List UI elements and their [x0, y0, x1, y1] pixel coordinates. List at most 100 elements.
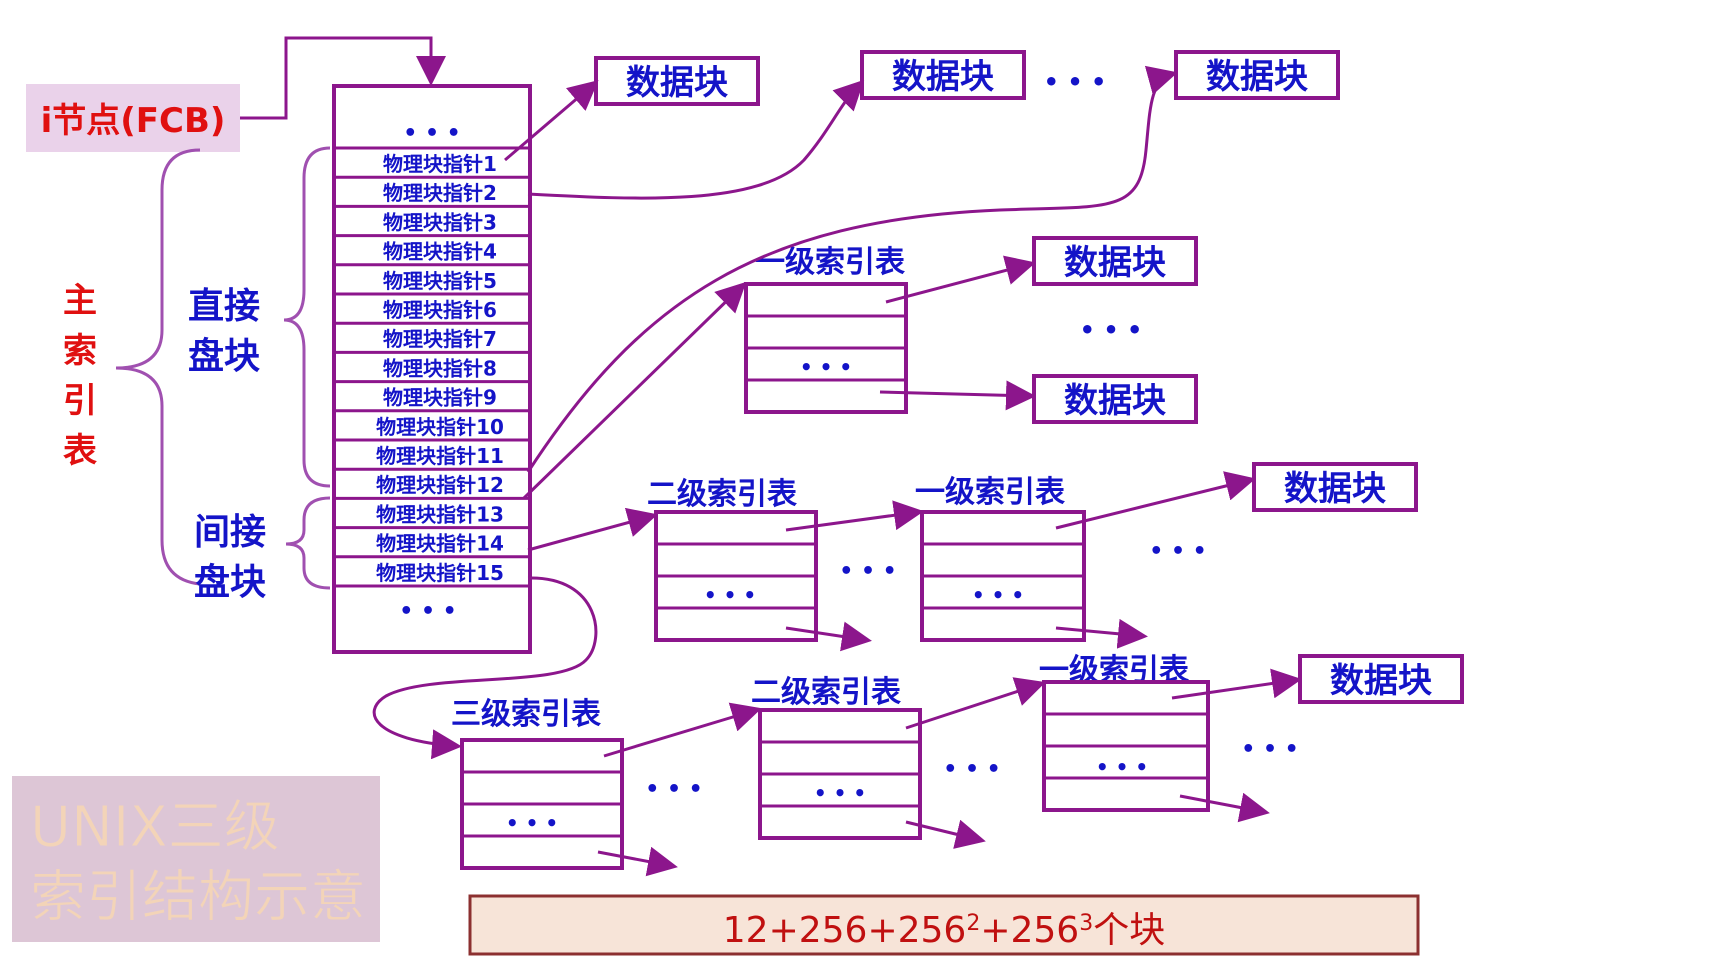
- pointer-13: 物理块指针13: [376, 502, 504, 526]
- data-block-5: 数据块: [1032, 374, 1198, 424]
- main-table-bottom-ellipsis: • • •: [399, 599, 457, 624]
- triple-index-table-l2: • • •: [758, 708, 922, 840]
- inode-label: i节点(FCB): [41, 101, 226, 141]
- main-index-label: 主 索 引 表: [63, 281, 97, 471]
- direct-label-line-1: 直接: [188, 286, 260, 327]
- ptr15-arrow: [372, 576, 598, 760]
- ptr14-arrow: [527, 507, 658, 552]
- svg-text:• • •: • • •: [506, 811, 558, 835]
- main-index-rows: 物理块指针1 物理块指针2 物理块指针3 物理块指针4 物理块指针5 物理块指针6 物理块指…: [334, 146, 530, 588]
- pointer-8: 物理块指针8: [383, 356, 497, 380]
- data-block-6: 数据块: [1252, 462, 1418, 512]
- indirect-label-line-1: 间接: [194, 512, 266, 553]
- main-index-brace: [115, 148, 201, 586]
- triple-mid-ellipsis-1: • • •: [645, 777, 703, 802]
- double-data-ellipsis: • • •: [1149, 539, 1207, 564]
- svg-text:数据块: 数据块: [626, 63, 728, 103]
- ptr1-arrow: [504, 80, 599, 162]
- triple-index-table-l3: • • •: [460, 738, 624, 870]
- main-index-char-4: 表: [63, 431, 97, 471]
- caption-line-1: UNIX三级: [30, 795, 280, 860]
- main-table-top-ellipsis: • • •: [403, 121, 461, 146]
- pointer-9: 物理块指针9: [383, 386, 497, 410]
- data-block-2: 数据块: [860, 50, 1026, 100]
- l2-to-l1: [785, 500, 924, 532]
- pointer-15: 物理块指针15: [376, 561, 504, 585]
- pointer-5: 物理块指针5: [383, 269, 497, 293]
- svg-text:数据块: 数据块: [892, 57, 994, 97]
- svg-text:数据块: 数据块: [1064, 243, 1166, 283]
- triple-index-table-l1: • • •: [1042, 680, 1210, 812]
- pointer-4: 物理块指针4: [383, 240, 497, 264]
- inode-label-box: [26, 84, 240, 152]
- pointer-12: 物理块指针12: [376, 473, 504, 497]
- double-level1-label: 一级索引表: [915, 475, 1065, 510]
- single-index-table: • • •: [744, 282, 908, 414]
- formula-sup-1: 2: [966, 911, 980, 936]
- inode-arrow: [240, 36, 446, 120]
- main-index-char-3: 引: [63, 381, 97, 421]
- svg-text:数据块: 数据块: [1064, 381, 1166, 421]
- indirect-brace: [285, 496, 331, 590]
- tl1-next-arrow: [1179, 792, 1270, 823]
- tl2-to-l1: [905, 677, 1046, 730]
- l3-to-l2: [603, 702, 762, 758]
- formula-sup-2: 3: [1079, 911, 1093, 936]
- svg-text:数据块: 数据块: [1330, 661, 1432, 701]
- double-index-table-l1: • • •: [920, 510, 1086, 642]
- formula-mid: +256: [980, 910, 1079, 951]
- formula-tail: 个块: [1093, 910, 1165, 951]
- triple-mid-ellipsis-2: • • •: [943, 757, 1001, 782]
- data-block-row-ellipsis: • • •: [1044, 68, 1107, 96]
- svg-text:数据块: 数据块: [1284, 469, 1386, 509]
- double-index-table-l2: • • •: [654, 510, 818, 642]
- connecting-arrows: [372, 65, 1302, 877]
- pointer-1: 物理块指针1: [383, 152, 497, 176]
- main-index-char-2: 索: [63, 331, 97, 371]
- direct-label-line-2: 盘块: [188, 335, 260, 377]
- triple-level2-label: 二级索引表: [751, 675, 901, 710]
- l1-to-block4: [885, 255, 1036, 304]
- ptr2-arrow: [527, 79, 865, 200]
- formula-box: [468, 894, 1420, 956]
- indirect-label-line-2: 盘块: [194, 561, 266, 603]
- data-block-col-ellipsis: • • •: [1080, 316, 1143, 344]
- svg-text:数据块: 数据块: [1206, 57, 1308, 97]
- l1-to-block5: [879, 380, 1036, 411]
- l3-next-arrow: [597, 846, 678, 877]
- caption-line-2: 索引结构示意: [30, 865, 366, 930]
- svg-text:• • •: • • •: [814, 781, 866, 805]
- l1-next-arrow: [1055, 618, 1148, 649]
- double-mid-ellipsis: • • •: [839, 559, 897, 584]
- caption-box: [12, 776, 380, 942]
- formula-text: 12+256+2562+2563个块: [723, 910, 1165, 951]
- formula-base: 12+256+256: [723, 910, 967, 951]
- ptr11-arrow: [526, 65, 1178, 473]
- main-index-char-1: 主: [63, 281, 97, 321]
- svg-text:• • •: • • •: [1096, 755, 1148, 779]
- tl1-to-block7: [1171, 668, 1302, 700]
- tl2-next-arrow: [905, 819, 986, 849]
- pointer-10: 物理块指针10: [376, 415, 504, 439]
- svg-text:• • •: • • •: [972, 583, 1024, 607]
- data-block-1: 数据块: [594, 56, 760, 106]
- ptr12-arrow: [522, 281, 747, 500]
- pointer-6: 物理块指针6: [383, 298, 497, 322]
- pointer-3: 物理块指针3: [383, 210, 497, 234]
- pointer-11: 物理块指针11: [376, 444, 504, 468]
- direct-brace: [283, 146, 331, 488]
- l2-next-arrow: [785, 621, 872, 652]
- svg-text:• • •: • • •: [800, 355, 852, 379]
- data-block-7: 数据块: [1298, 654, 1464, 704]
- double-index-label: 二级索引表: [647, 477, 797, 512]
- data-block-4: 数据块: [1032, 236, 1198, 286]
- triple-index-label: 三级索引表: [451, 697, 601, 732]
- svg-text:• • •: • • •: [704, 583, 756, 607]
- pointer-7: 物理块指针7: [383, 327, 497, 351]
- pointer-2: 物理块指针2: [383, 181, 497, 205]
- l1-to-block6: [1055, 471, 1256, 530]
- triple-data-ellipsis: • • •: [1241, 737, 1299, 762]
- pointer-14: 物理块指针14: [376, 532, 504, 556]
